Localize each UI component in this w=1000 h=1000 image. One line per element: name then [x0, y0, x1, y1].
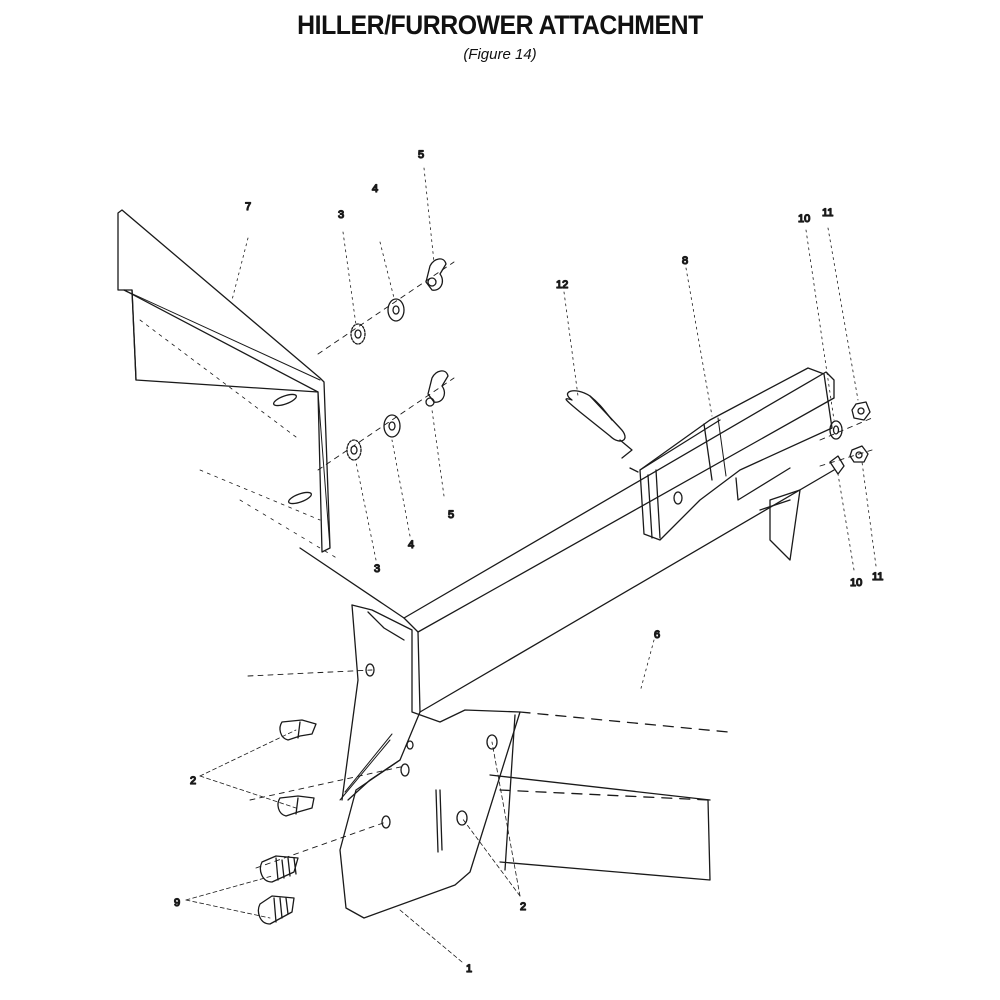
callout-12: 12 [556, 279, 568, 291]
threaded-bolts-part-9 [257, 855, 299, 925]
callout-9: 9 [174, 897, 180, 909]
diagram-title: HILLER/FURROWER ATTACHMENT [297, 10, 703, 40]
callout-8: 8 [682, 255, 688, 267]
callout-1: 1 [466, 963, 472, 975]
callout-5-upper: 5 [418, 149, 424, 161]
callout-2-right: 2 [520, 901, 526, 913]
callout-7: 7 [245, 201, 251, 213]
wing-plate-part-7 [117, 209, 421, 713]
nuts-washers-right [829, 401, 871, 475]
hardware-upper [350, 258, 447, 345]
carriage-bolts-part-2 [277, 719, 317, 817]
callout-2-left: 2 [190, 775, 196, 787]
callout-11-upper: 11 [822, 207, 833, 219]
leader-lines-solid [185, 729, 521, 963]
callout-11-lower: 11 [872, 571, 883, 583]
mount-bracket-part-1 [339, 604, 521, 919]
assembly-axes [247, 261, 873, 869]
frame-beam-part-6 [403, 371, 835, 881]
leader-lines [231, 167, 877, 693]
hitch-pin-part-12 [565, 390, 639, 473]
hardware-lower [346, 370, 449, 461]
callout-5-lower: 5 [448, 509, 454, 521]
callout-3-upper: 3 [338, 209, 344, 221]
callout-10-lower: 10 [850, 577, 862, 589]
callout-3-lower: 3 [374, 563, 380, 575]
callout-4-lower: 4 [408, 539, 414, 551]
callout-4-upper: 4 [372, 183, 378, 195]
callout-10-upper: 10 [798, 213, 810, 225]
callout-6: 6 [654, 629, 660, 641]
diagram-subtitle: (Figure 14) [463, 46, 537, 63]
hitch-bar-part-8 [639, 367, 833, 541]
